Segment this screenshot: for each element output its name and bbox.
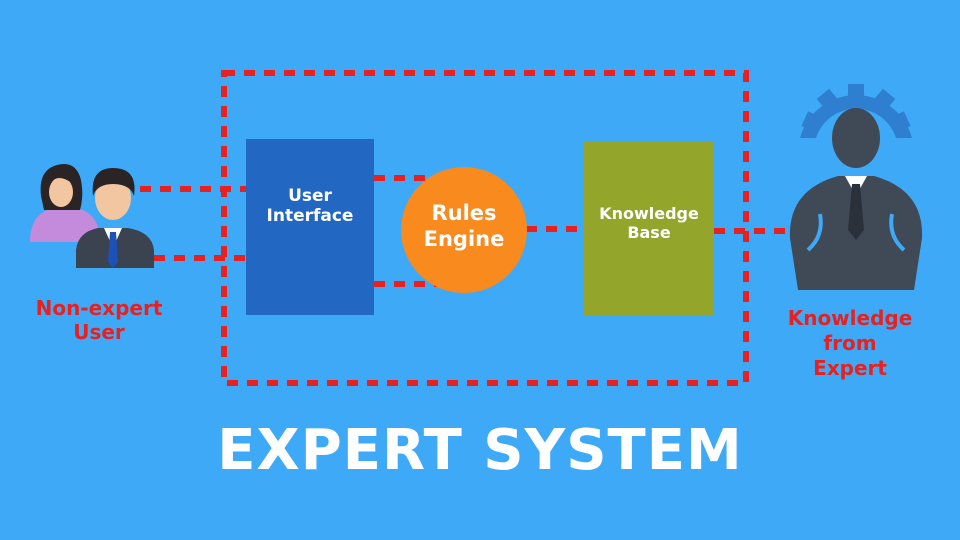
non-expert-user-label: Non-expert User: [35, 296, 163, 344]
expert-with-gear-icon: [789, 84, 923, 290]
users-icon: [30, 164, 154, 268]
user-interface-label: User Interface: [266, 186, 354, 227]
expert-knowledge-label: Knowledge from Expert: [787, 306, 913, 380]
rules-engine-circle: [401, 167, 527, 293]
connectors: [140, 175, 790, 287]
user-interface-box: [246, 139, 374, 315]
knowledge-base-box: [584, 141, 714, 315]
rules-engine-label: Rules Engine: [423, 201, 505, 252]
system-boundary: [221, 70, 749, 386]
knowledge-base-label: Knowledge Base: [599, 204, 699, 243]
page-title: EXPERT SYSTEM: [217, 418, 743, 483]
